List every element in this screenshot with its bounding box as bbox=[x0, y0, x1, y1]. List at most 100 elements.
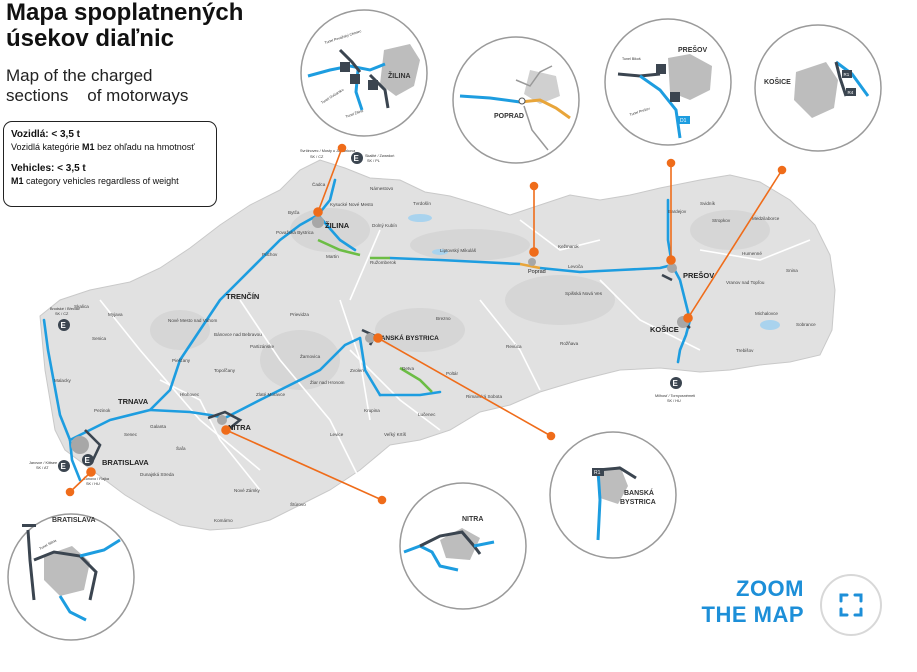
inset-city-label: PREŠOV bbox=[678, 45, 708, 54]
town-label: Bánovce nad Bebravou bbox=[214, 332, 262, 337]
presov-city-area bbox=[668, 54, 712, 100]
info-sk-pre: Vozidlá kategórie bbox=[11, 142, 83, 152]
green-section-rbystrica bbox=[399, 366, 433, 393]
info-en-heading: Vehicles: < 3,5 t bbox=[11, 163, 86, 174]
nitra-city-area bbox=[440, 528, 480, 560]
town-label: Poltár bbox=[446, 371, 458, 376]
border-crossing[interactable]: E Skalité / Zwardoń SK / PL bbox=[351, 152, 394, 164]
info-sk-heading: Vozidlá: < 3,5 t bbox=[11, 129, 80, 140]
road-label: D1 bbox=[680, 118, 687, 124]
town-label: Topoľčany bbox=[214, 368, 236, 373]
city-label-trnava: TRNAVA bbox=[118, 397, 149, 406]
inset-presov[interactable]: D1 PREŠOV Tunel Bikoš Tunel Prešov bbox=[604, 18, 732, 146]
town-label: Detva bbox=[402, 366, 414, 371]
expand-icon[interactable] bbox=[820, 574, 882, 636]
town-label: Malacky bbox=[54, 378, 72, 383]
town-label: Prievidza bbox=[290, 312, 309, 317]
city-label-bratislava: BRATISLAVA bbox=[102, 458, 149, 467]
lakes bbox=[408, 214, 780, 330]
inset-zilina[interactable]: ŽILINA Tunel Považský Chlmec Tunel Ovčia… bbox=[300, 9, 428, 137]
border-crossing-code: SK / CZ bbox=[310, 155, 324, 159]
inset-nitra[interactable]: NITRA bbox=[399, 482, 527, 610]
town-label: Levoča bbox=[568, 264, 583, 269]
inset-motorway bbox=[459, 94, 521, 104]
kosice-city-area bbox=[794, 62, 838, 118]
road-marker bbox=[842, 70, 852, 78]
tunnel-icon bbox=[670, 92, 680, 102]
town-label: Michalovce bbox=[755, 311, 778, 316]
border-crossing[interactable]: E Jarovce / Kittsee SK / AT bbox=[29, 460, 70, 472]
town-label: Dolný Kubín bbox=[372, 223, 397, 228]
green-section-martin bbox=[317, 238, 361, 257]
page-title: Mapa spoplatnených úsekov diaľnic bbox=[6, 0, 243, 52]
junction-icon bbox=[518, 97, 526, 105]
vehicle-info-box: Vozidlá: < 3,5 t Vozidlá kategórie M1 be… bbox=[3, 121, 217, 207]
city-label-trencin: TRENČÍN bbox=[226, 292, 259, 301]
border-crossing[interactable]: E Milhosť / Tornyosnémeti SK / HU bbox=[655, 377, 695, 403]
zoom-label-line-2: THE MAP bbox=[701, 602, 804, 627]
border-crossing-code: SK / HU bbox=[667, 399, 681, 403]
border-crossing-name: Jarovce / Kittsee bbox=[29, 461, 57, 465]
town-label: Lučenec bbox=[418, 412, 436, 417]
zoom-the-map-button[interactable]: ZOOM THE MAP bbox=[698, 574, 908, 638]
city-label-nitra: NITRA bbox=[228, 423, 251, 432]
border-crossing[interactable]: Svrčinovec / Mosty u Jablunkova SK / CZ bbox=[300, 149, 356, 159]
subtitle-line-1: Map of the charged bbox=[6, 66, 153, 85]
inset-motorway bbox=[473, 540, 495, 548]
city-label-zilina: ŽILINA bbox=[325, 221, 350, 230]
border-crossing[interactable]: E Čunovo / Rajka SK / HU bbox=[82, 454, 110, 486]
border-crossing[interactable]: E Brodské / Břeclav SK / CZ bbox=[50, 307, 80, 331]
inset-poprad[interactable]: POPRAD bbox=[452, 36, 580, 164]
town-label: Piešťany bbox=[172, 358, 191, 363]
tunnel-icon bbox=[368, 80, 378, 90]
town-label: Bytča bbox=[288, 210, 300, 215]
city-label-presov: PREŠOV bbox=[683, 271, 714, 280]
border-crossing-name: Svrčinovec / Mosty u Jablunkova bbox=[300, 149, 356, 153]
inset-pointers bbox=[65, 143, 787, 505]
inset-city-label: POPRAD bbox=[494, 113, 524, 120]
zoom-label: ZOOM THE MAP bbox=[698, 576, 804, 628]
town-label: Púchov bbox=[262, 252, 278, 257]
svg-text:E: E bbox=[354, 154, 360, 163]
town-label: Žiar nad Hronom bbox=[310, 378, 345, 385]
inset-motorway-uncharged bbox=[338, 48, 362, 73]
town-label: Hlohovec bbox=[180, 392, 200, 397]
tunnel-label: Tunel Bikoš bbox=[622, 57, 641, 61]
inset-road bbox=[523, 105, 549, 151]
town-label: Spišská Nová Ves bbox=[565, 291, 603, 296]
inset-motorway bbox=[79, 538, 121, 558]
tunnel-label: Tunel Prešov bbox=[629, 107, 650, 117]
title-line-2: úsekov diaľnic bbox=[6, 25, 174, 52]
border-crossing-name: Brodské / Břeclav bbox=[50, 307, 80, 311]
town-label: Nové Mesto nad Váhom bbox=[168, 318, 217, 323]
town-label: Galanta bbox=[150, 424, 167, 429]
inset-bratislava[interactable]: BRATISLAVA Tunel Sitina bbox=[7, 513, 135, 641]
inset-motorway-uncharged bbox=[597, 466, 637, 480]
town-label: Nové Zámky bbox=[234, 488, 260, 493]
inset-city-label: KOŠICE bbox=[764, 77, 791, 86]
inset-city-label-2: BYSTRICA bbox=[620, 499, 656, 506]
info-en-bold: M1 bbox=[11, 176, 24, 186]
town-label: Liptovský Mikuláš bbox=[440, 248, 477, 253]
road-label: R4 bbox=[848, 90, 854, 95]
subtitle-line-2: sections of motorways bbox=[6, 86, 189, 105]
town-label: Komárno bbox=[214, 518, 233, 523]
svg-text:E: E bbox=[85, 456, 91, 465]
road-label: R1 bbox=[594, 470, 601, 476]
town-label: Kežmarok bbox=[558, 244, 579, 249]
border-crossing-code: SK / AT bbox=[36, 466, 49, 470]
town-label: Humenné bbox=[742, 251, 762, 256]
town-label: Rimavská Sobota bbox=[466, 394, 502, 399]
border-crossing-code: SK / PL bbox=[367, 159, 380, 163]
town-label: Štúrovo bbox=[290, 501, 306, 507]
road-label: R1 bbox=[844, 72, 850, 77]
inset-kosice[interactable]: R1 R4 KOŠICE bbox=[754, 24, 882, 152]
inset-motorway bbox=[58, 595, 87, 622]
tunnel-icon bbox=[350, 74, 360, 84]
inset-section-orange bbox=[519, 98, 571, 120]
town-label: Námestovo bbox=[370, 186, 394, 191]
town-label: Žarnovica bbox=[300, 352, 321, 359]
town-label: Kysucké Nové Mesto bbox=[330, 202, 374, 207]
inset-banska-bystrica[interactable]: R1 BANSKÁ BYSTRICA bbox=[549, 431, 677, 559]
